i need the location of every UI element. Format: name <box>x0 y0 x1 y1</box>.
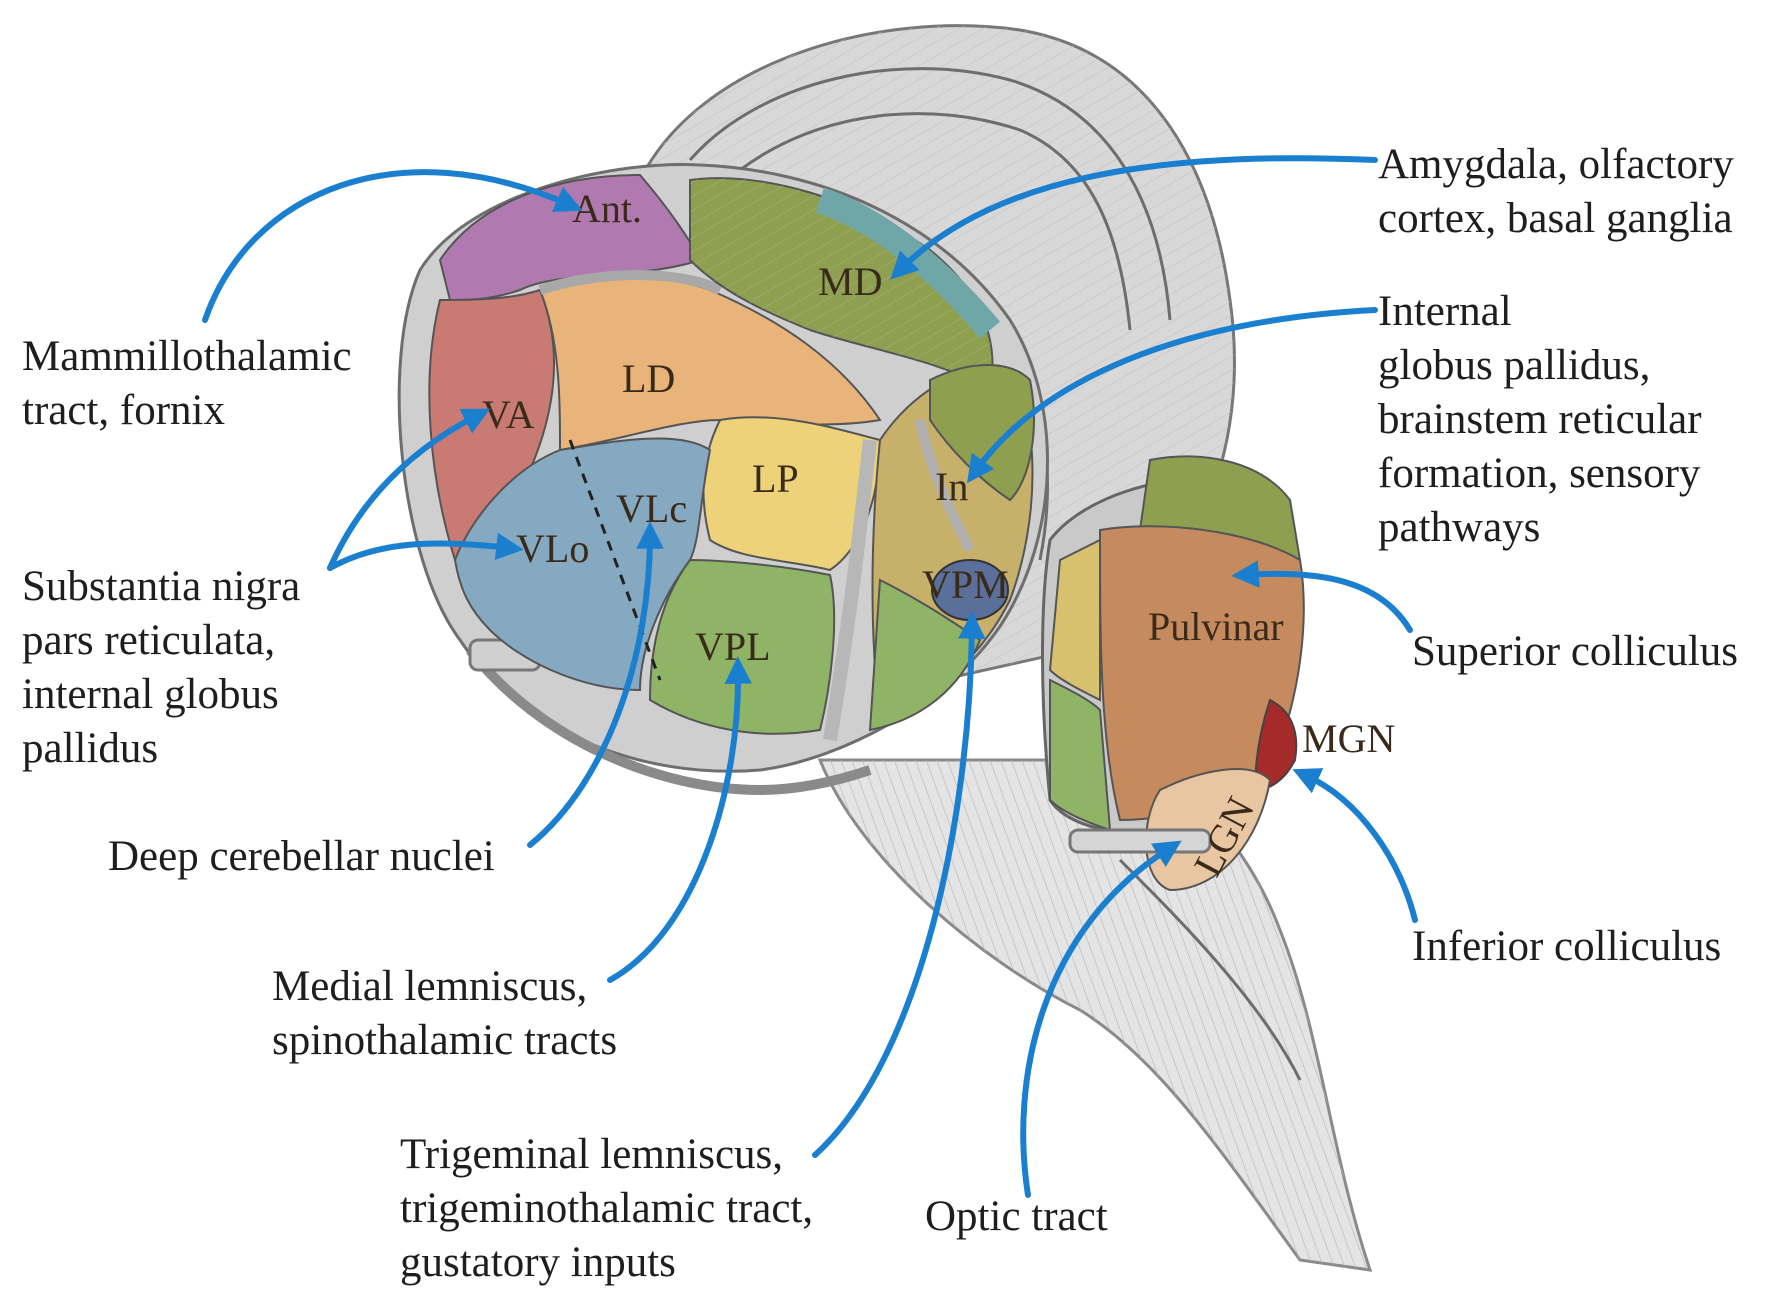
arrow-inferior-colliculus <box>1305 775 1415 920</box>
nucleus-vlo-label: VLo <box>516 526 589 571</box>
nucleus-ant-label: Ant. <box>572 186 642 231</box>
label-trigeminal: Trigeminal lemniscus, trigeminothalamic … <box>400 1131 824 1286</box>
nucleus-md-label: MD <box>818 259 882 304</box>
label-inferior-colliculus: Inferior colliculus <box>1412 923 1721 970</box>
label-amygdala: Amygdala, olfactory cortex, basal gangli… <box>1378 141 1745 242</box>
nucleus-lp-label: LP <box>752 456 799 501</box>
nucleus-pulvinar-label: Pulvinar <box>1148 604 1284 649</box>
label-mammillothalamic: Mammillothalamic tract, fornix <box>22 333 362 434</box>
label-optic-tract: Optic tract <box>925 1193 1108 1240</box>
nucleus-vpm-label: VPM <box>922 562 1009 607</box>
nucleus-vpl-label: VPL <box>695 624 771 669</box>
label-internal-gp: Internal globus pallidus, brainstem reti… <box>1378 288 1712 551</box>
nucleus-va-label: VA <box>482 392 535 437</box>
label-deep-cerebellar: Deep cerebellar nuclei <box>108 833 495 880</box>
label-medial-lemniscus: Medial lemniscus, spinothalamic tracts <box>272 963 617 1064</box>
label-superior-colliculus: Superior colliculus <box>1412 628 1738 675</box>
nucleus-ld-label: LD <box>622 356 675 401</box>
label-substantia-nigra: Substantia nigra pars reticulata, intern… <box>22 563 311 772</box>
nucleus-in-label: In <box>935 464 968 509</box>
nucleus-mgn-label: MGN <box>1302 716 1395 761</box>
nucleus-vlc-label: VLc <box>616 486 687 531</box>
